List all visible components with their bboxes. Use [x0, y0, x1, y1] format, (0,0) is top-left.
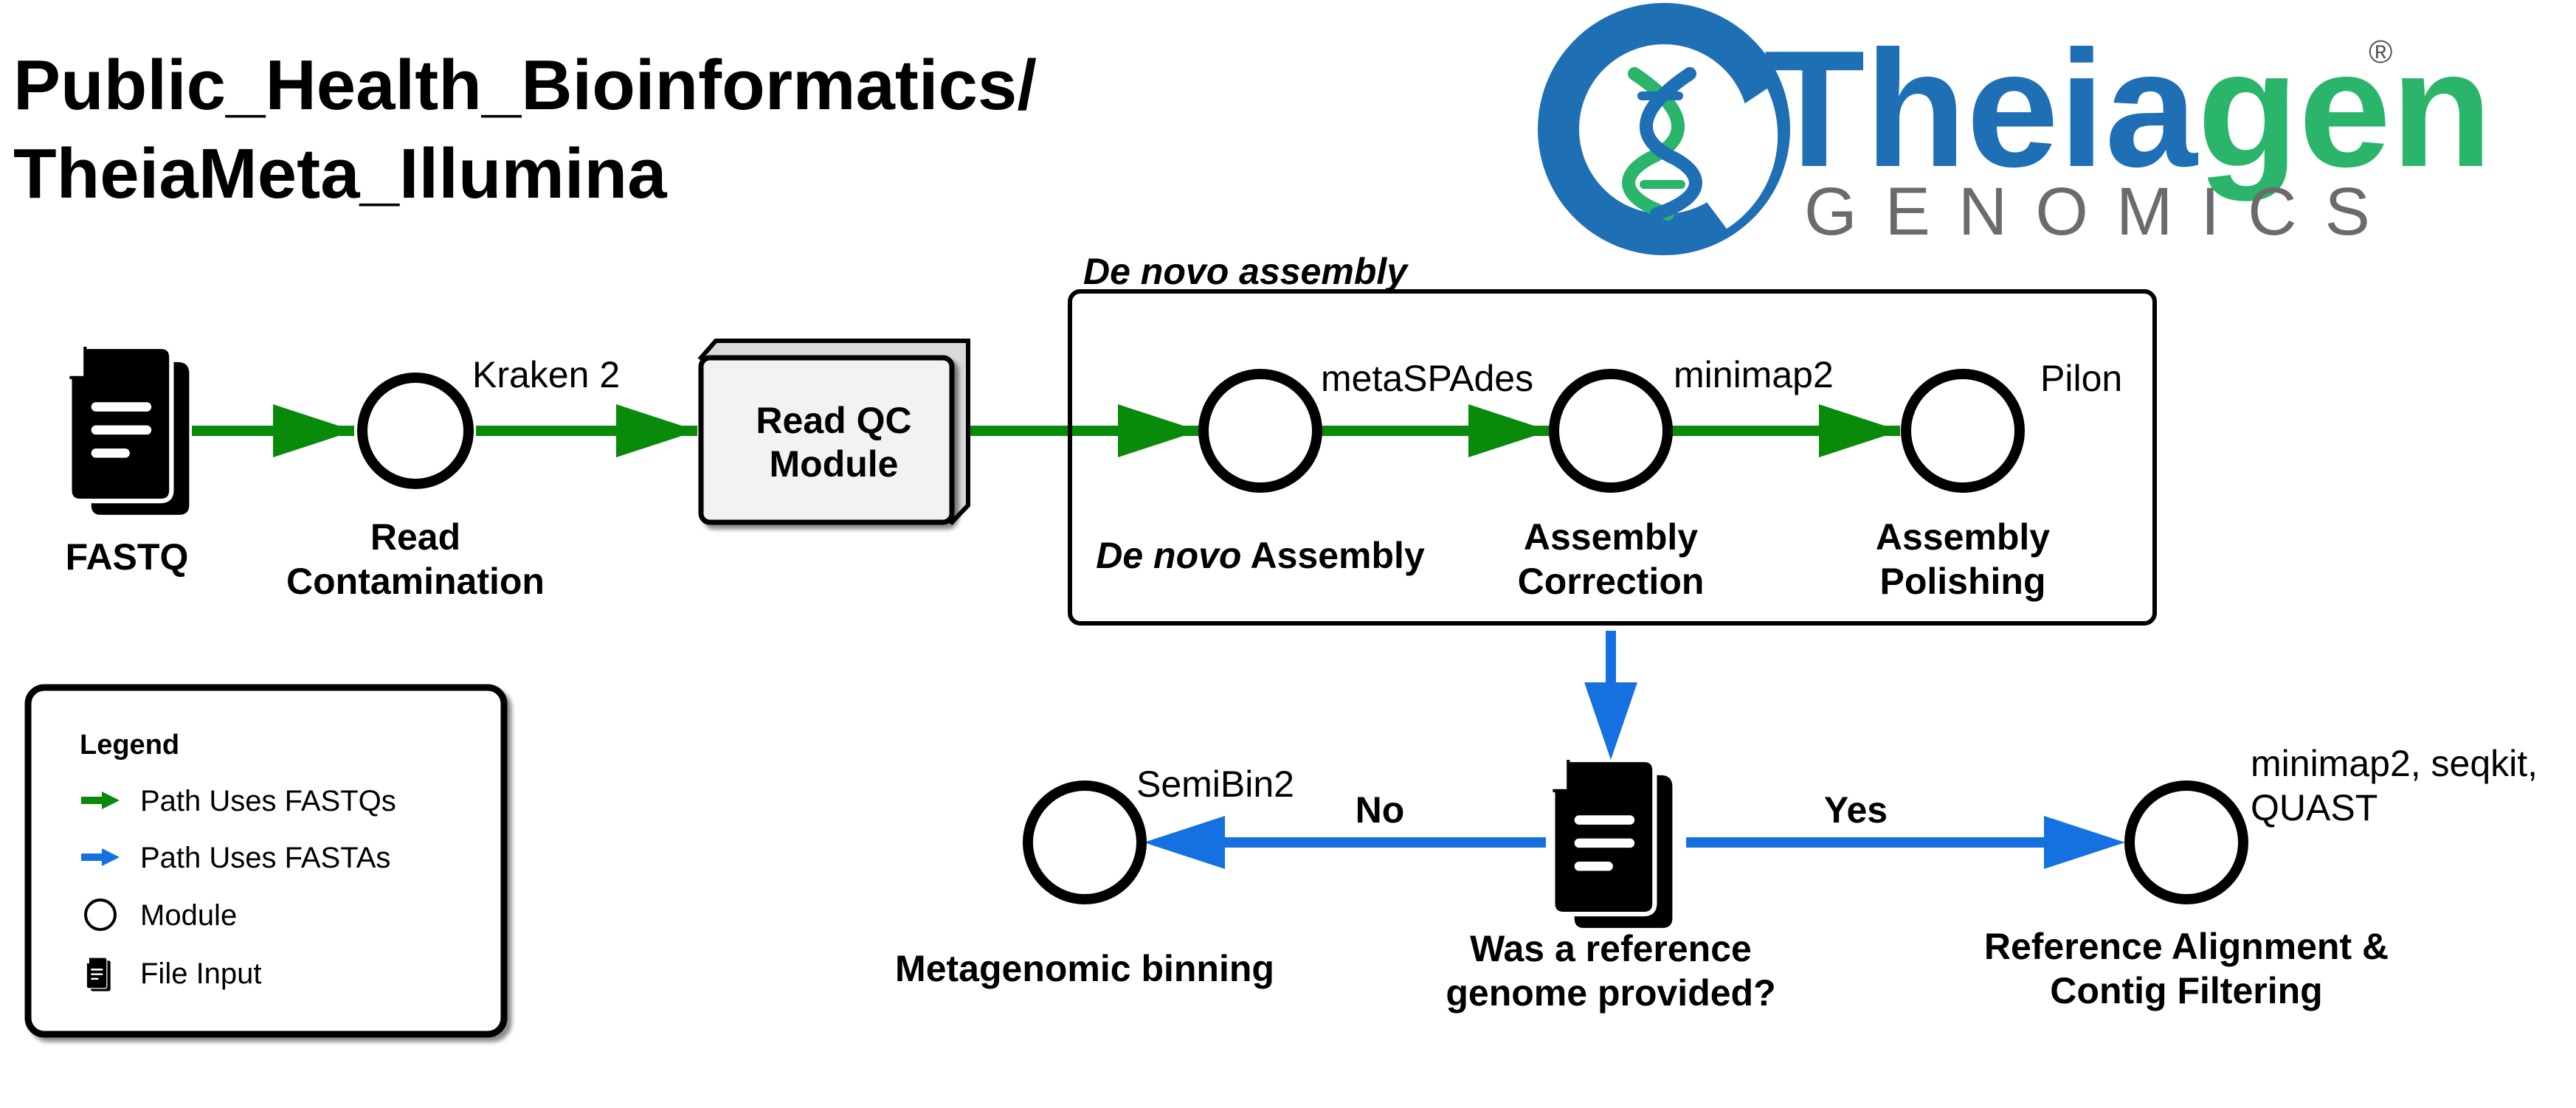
- de-novo-assembly-group: De novo assembly: [1068, 251, 2157, 626]
- logo-wordmark-part1: Theia: [1764, 15, 2199, 201]
- tool-list-line1: minimap2, seqkit,: [2251, 743, 2538, 784]
- assembly-correction-label-1: Assembly: [1524, 516, 1698, 558]
- legend-label-file: File Input: [140, 958, 262, 990]
- fastq-input-node: FASTQ: [66, 347, 190, 578]
- assembly-correction-node: minimap2 Assembly Correction: [1518, 354, 1834, 602]
- tool-semibin2: SemiBin2: [1136, 764, 1294, 805]
- logo-wordmark-part2: gen: [2197, 15, 2493, 201]
- arrowhead-right: [2044, 816, 2125, 869]
- assembly-polishing-label-2: Polishing: [1880, 561, 2046, 602]
- de-novo-assembly-label: De novo Assembly: [1096, 535, 1425, 576]
- group-title: De novo assembly: [1083, 251, 1409, 292]
- assembly-polishing-node: Pilon Assembly Polishing: [1876, 358, 2122, 602]
- arrowhead-5: [1819, 404, 1900, 457]
- fastq-paths: [192, 404, 1900, 457]
- de-novo-assembly-node: metaSPAdes De novo Assembly: [1096, 358, 1533, 576]
- registered-mark: ®: [2369, 34, 2392, 70]
- module-circle: [2124, 780, 2248, 904]
- fasta-paths: No Yes: [1144, 631, 2125, 869]
- legend-label-fastq: Path Uses FASTQs: [140, 785, 396, 817]
- read-contamination-label-1: Read: [370, 516, 460, 558]
- module-circle: [1549, 369, 1673, 493]
- circle-icon: [84, 898, 117, 931]
- legend: Legend Path Uses FASTQs Path Uses FASTAs…: [24, 684, 508, 1038]
- assembly-correction-label-2: Correction: [1518, 561, 1705, 602]
- legend-item-module: Module: [84, 898, 237, 932]
- assembly-polishing-label-1: Assembly: [1876, 516, 2050, 558]
- logo-wordmark: Theiagen: [1764, 15, 2493, 201]
- tool-pilon: Pilon: [2040, 358, 2122, 399]
- edge-yes-label: Yes: [1824, 789, 1888, 831]
- reference-decision-label-2: genome provided?: [1446, 972, 1775, 1014]
- file-icon: [69, 347, 189, 515]
- read-qc-label-1: Read QC: [756, 400, 911, 441]
- edge-no-label: No: [1356, 789, 1405, 831]
- theiagen-logo: Theiagen ® GENOMICS: [1538, 3, 2493, 255]
- logo-subtitle: GENOMICS: [1804, 174, 2398, 249]
- arrowhead-3: [1118, 404, 1199, 457]
- arrowhead-2: [616, 404, 697, 457]
- read-qc-module: Read QC Module: [697, 339, 970, 525]
- read-qc-label-2: Module: [770, 443, 899, 485]
- reference-alignment-label-1: Reference Alignment &: [1984, 926, 2389, 967]
- tool-metaspades: metaSPAdes: [1321, 358, 1533, 399]
- metagenomic-binning-node: SemiBin2 Metagenomic binning: [895, 764, 1294, 989]
- read-contamination-label-2: Contamination: [286, 561, 545, 602]
- module-circle: [1901, 369, 2025, 493]
- reference-decision-label-1: Was a reference: [1470, 928, 1752, 969]
- legend-item-file: File Input: [86, 958, 262, 991]
- logo-dna-emblem: [1538, 3, 1790, 255]
- reference-alignment-node: minimap2, seqkit, QUAST Reference Alignm…: [1984, 743, 2538, 1011]
- legend-label-fasta: Path Uses FASTAs: [140, 842, 390, 874]
- reference-decision-node: Was a reference genome provided?: [1446, 760, 1776, 1014]
- arrowhead-1: [273, 404, 354, 457]
- metagenomic-binning-label: Metagenomic binning: [895, 948, 1274, 989]
- page-title-line1: Public_Health_Bioinformatics/: [13, 46, 1037, 125]
- legend-title: Legend: [80, 730, 179, 761]
- legend-label-module: Module: [140, 899, 237, 932]
- tool-kraken2: Kraken 2: [472, 354, 620, 395]
- file-icon: [86, 958, 111, 991]
- arrowhead-left: [1144, 816, 1225, 869]
- module-circle: [357, 373, 474, 489]
- tool-list-line2: QUAST: [2251, 787, 2378, 828]
- module-circle: [1198, 369, 1322, 493]
- green-arrow-icon: [102, 792, 120, 809]
- arrowhead-4: [1468, 404, 1550, 457]
- blue-arrow-icon: [102, 848, 120, 866]
- tool-minimap2: minimap2: [1674, 354, 1834, 395]
- reference-alignment-label-2: Contig Filtering: [2050, 970, 2322, 1011]
- fastq-label: FASTQ: [66, 536, 189, 578]
- file-icon: [1553, 760, 1672, 928]
- read-contamination-node: Kraken 2 Read Contamination: [286, 354, 620, 602]
- arrowhead-down: [1584, 682, 1637, 760]
- module-circle: [1023, 780, 1147, 904]
- legend-item-fastq: Path Uses FASTQs: [81, 785, 396, 817]
- page-title-line2: TheiaMeta_Illumina: [13, 134, 667, 213]
- legend-item-fasta: Path Uses FASTAs: [81, 842, 390, 874]
